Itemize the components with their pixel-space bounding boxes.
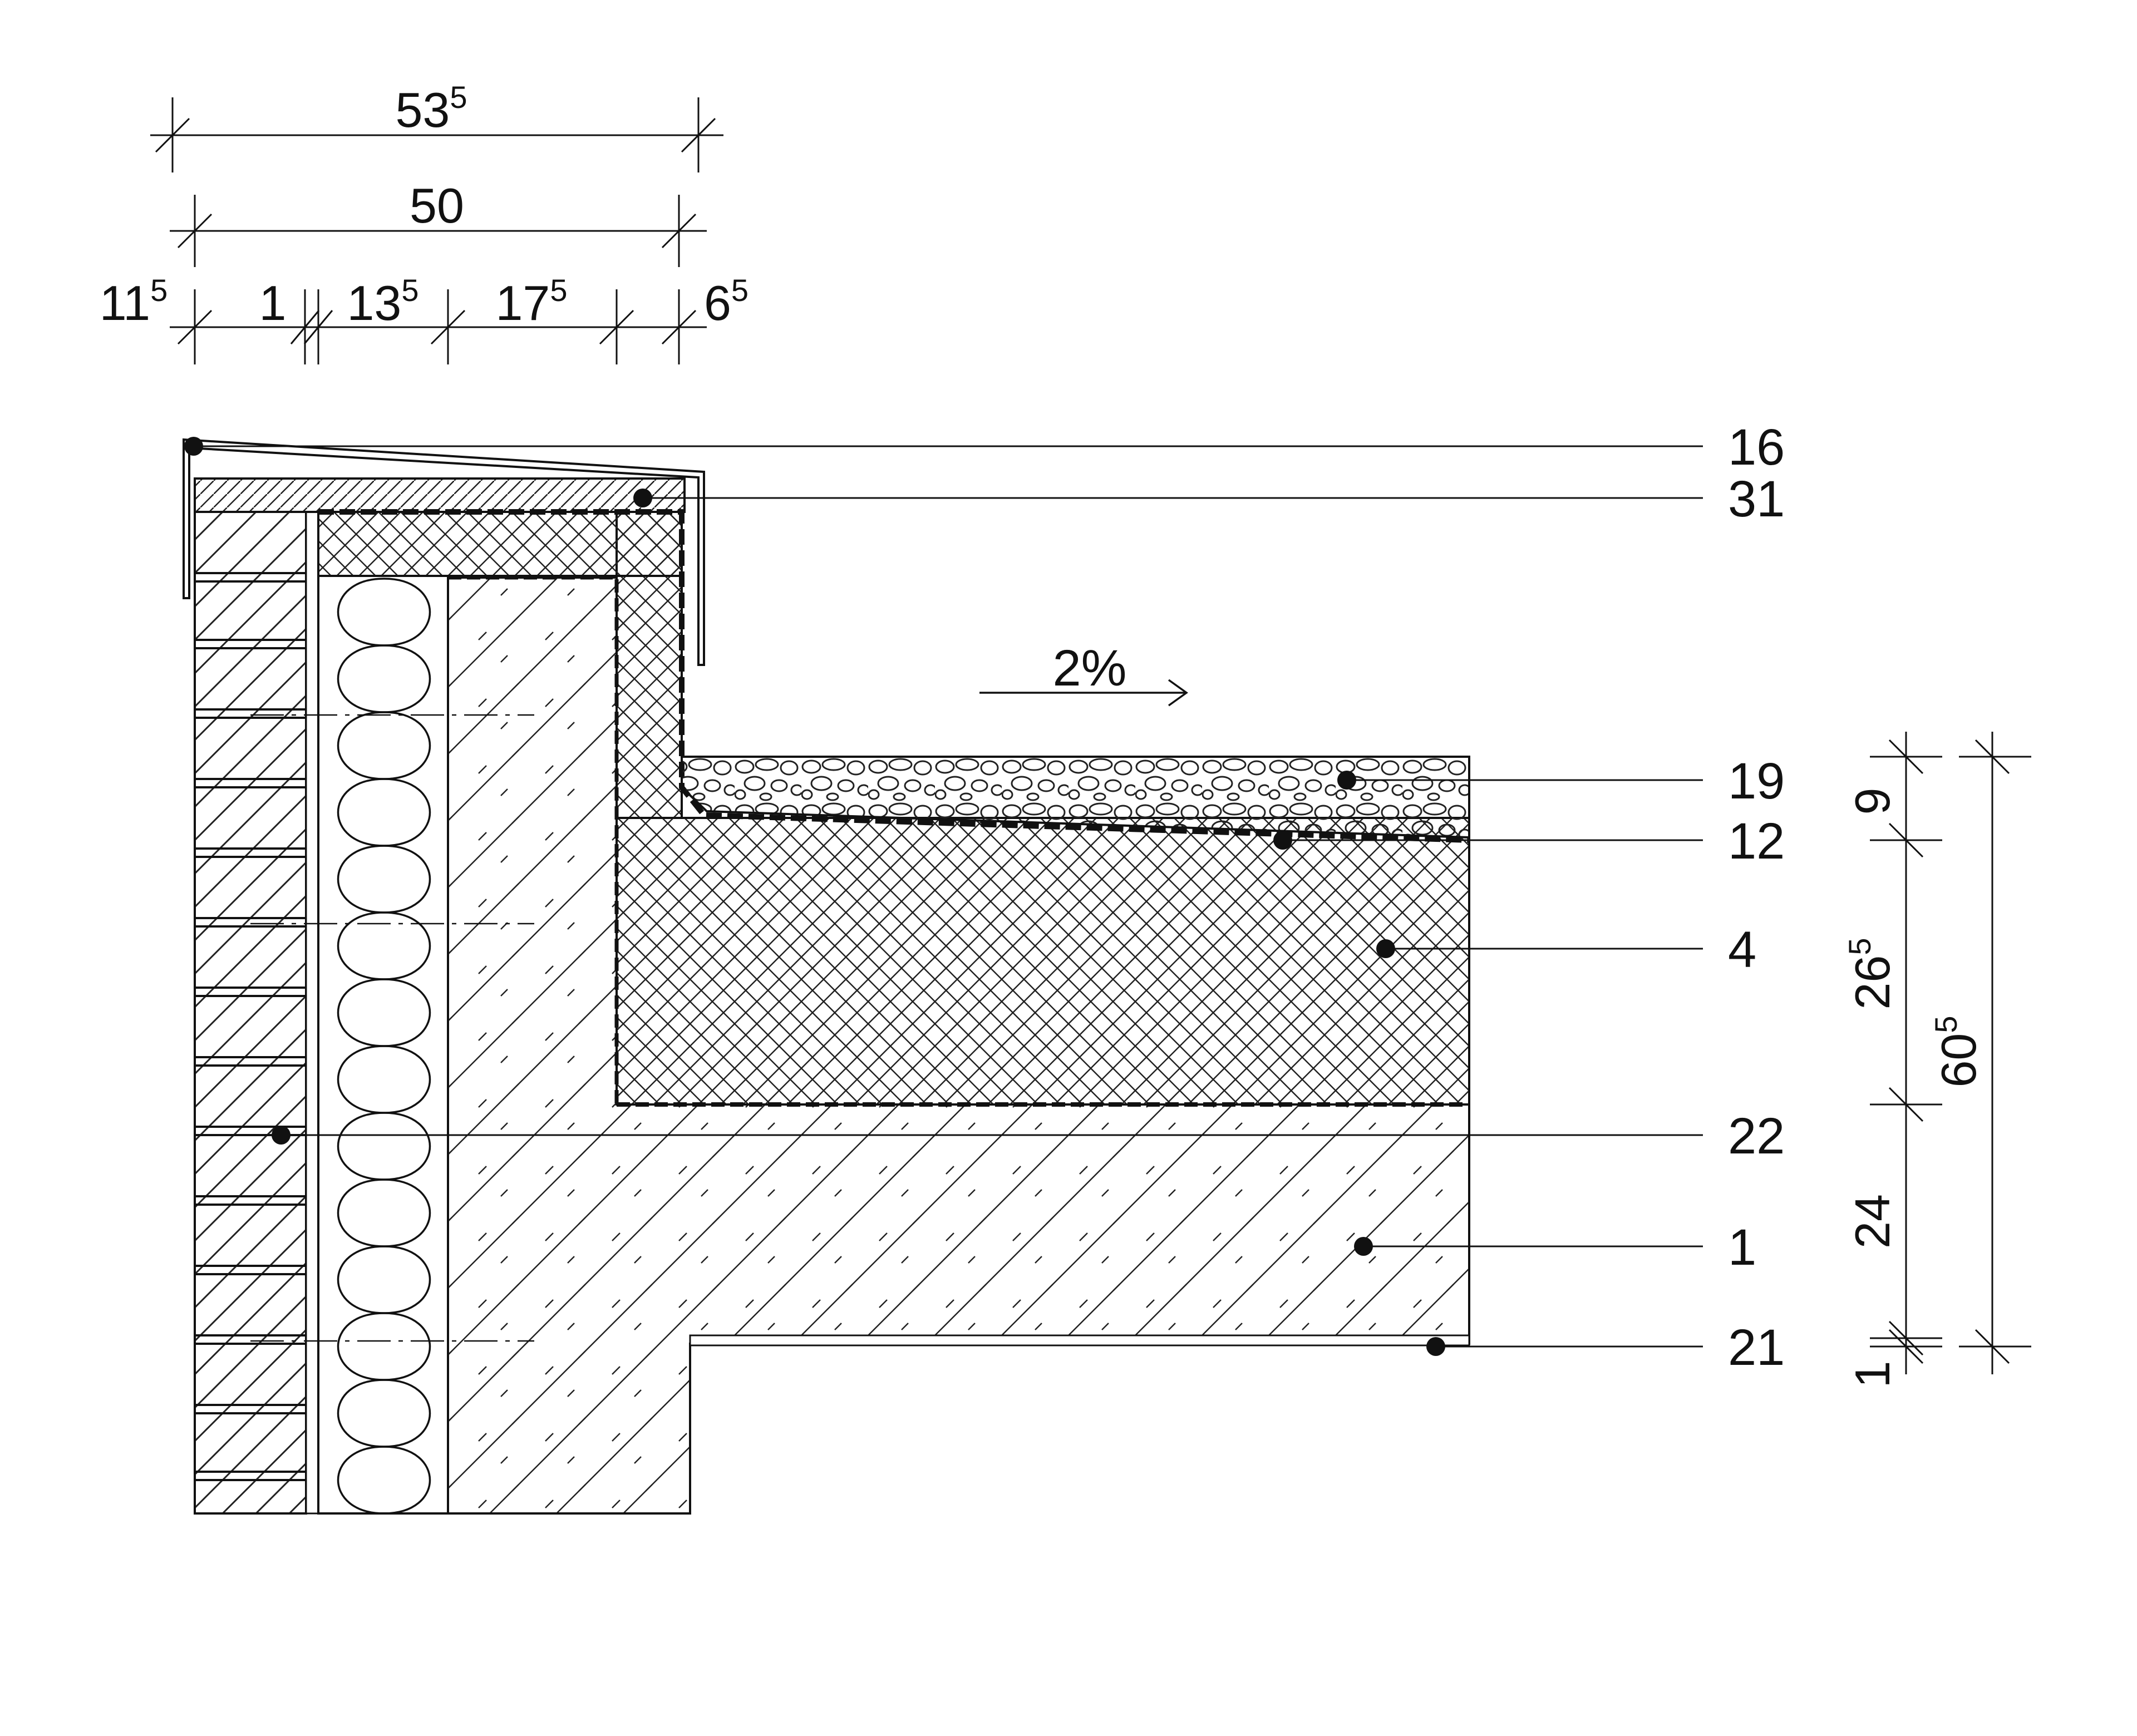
dim-layer-c: 24 [1845,1194,1900,1249]
dim-layer-d: 1 [1845,1361,1900,1388]
slope-arrowhead-icon [1168,679,1188,707]
callout-label: 12 [1728,813,1785,870]
roof-insulation [616,817,1470,1106]
dim-layer-b: 265 [1842,938,1900,1009]
dim-segment-5: 65 [704,273,749,331]
wall-insulation [317,575,449,1515]
parapet-top-insulation [317,511,683,577]
dim-overall-height: 605 [1928,1015,1986,1087]
callout-label: 31 [1728,471,1785,527]
top-dimension-chain [150,97,723,364]
metal-coping-cap [183,438,705,666]
dim-overall-a: 535 [395,80,467,137]
wall-axis-lines [250,714,534,1342]
ceiling-plaster [689,1334,1470,1347]
slope-label: 2% [1053,640,1127,697]
callout-label: 21 [1728,1319,1785,1376]
gravel-ballast [681,756,1470,839]
coping-board [194,477,686,513]
dim-overall-b: 50 [410,178,464,233]
callout-label: 4 [1728,921,1756,978]
vapour-barrier-upturn [448,575,619,1104]
callout-dots [184,437,1445,1356]
callout-label: 16 [1728,419,1785,476]
dim-segment-4: 175 [495,273,567,331]
top-dimension-labels: 535 50 115 1 135 175 65 [100,80,749,331]
brick-facing-wall [194,511,307,1515]
callout-label: 1 [1728,1219,1756,1276]
dim-segment-3: 135 [347,273,418,331]
right-dimension-chain [1870,732,2031,1374]
dim-segment-1: 115 [100,273,168,331]
callout-label: 19 [1728,753,1785,810]
section-body [183,438,1470,1515]
air-gap [305,511,319,1515]
callout-labels: 16 31 19 12 4 22 1 21 [1728,419,1785,1376]
dim-layer-a: 9 [1845,788,1900,815]
callout-leaders [194,445,1703,1348]
right-dimension-labels: 9 265 24 1 605 [1842,788,1986,1388]
insulation-loops [337,578,431,1515]
dim-segment-2: 1 [259,275,287,331]
callout-label: 22 [1728,1108,1785,1165]
slope-indicator: 2% [979,640,1188,707]
